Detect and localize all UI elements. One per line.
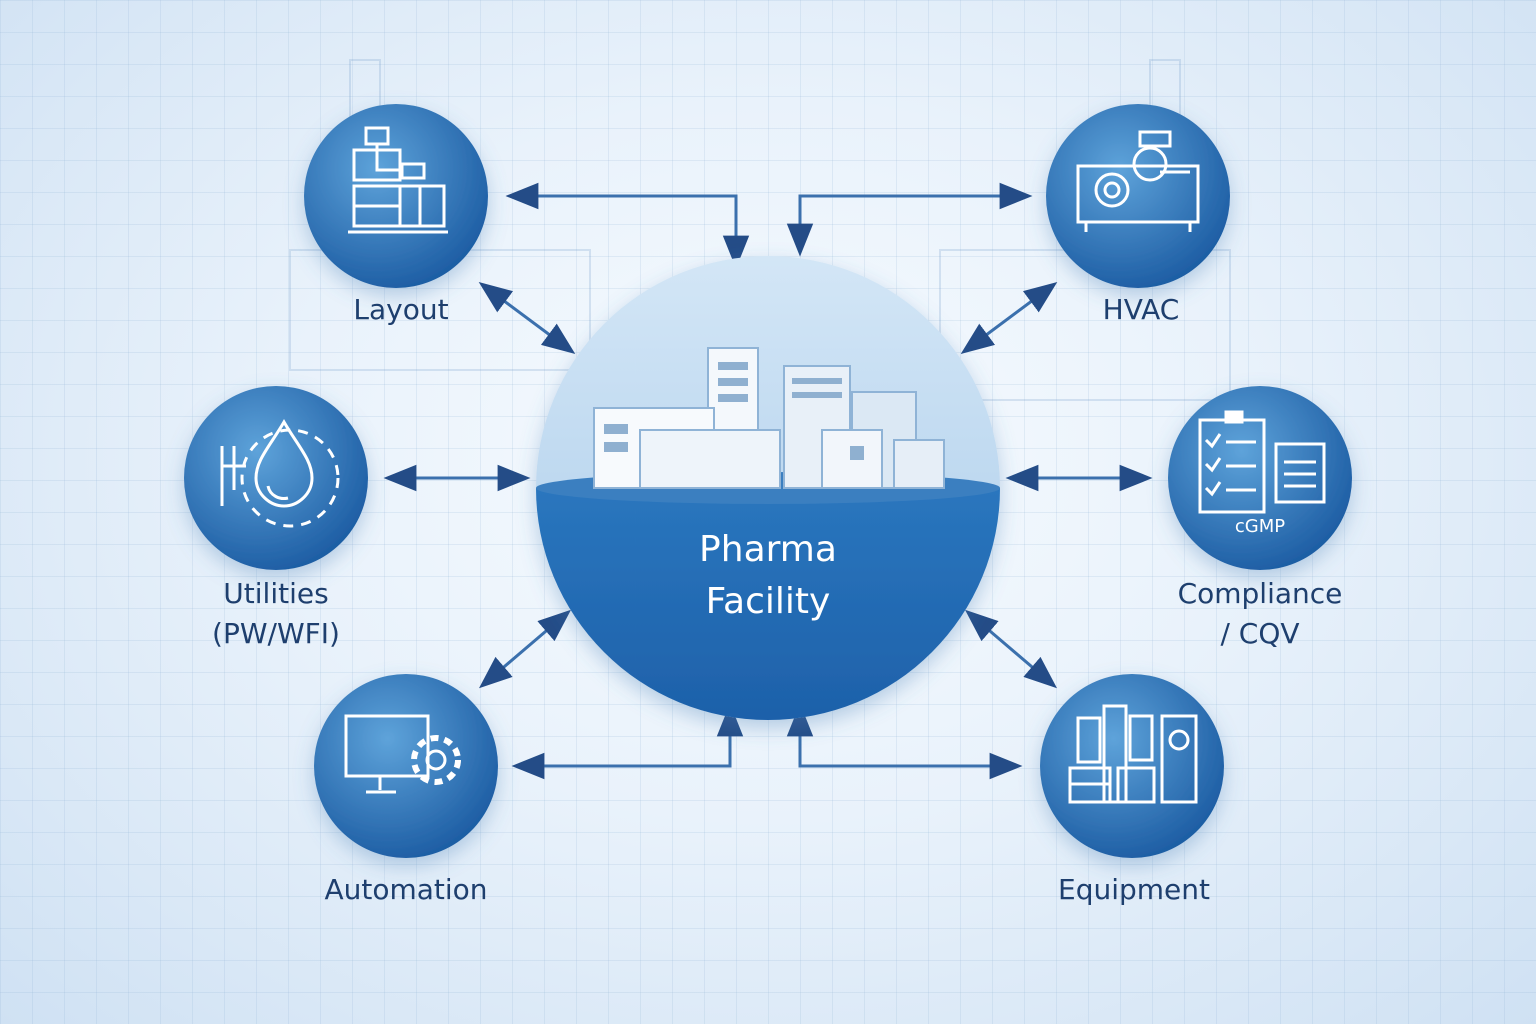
- arrow-layout-diag: [478, 282, 576, 354]
- node-equipment[interactable]: [1040, 674, 1224, 858]
- arrow-automation: [511, 703, 744, 780]
- monitor-gear-icon: [344, 714, 461, 794]
- node-hvac[interactable]: [1046, 104, 1230, 288]
- compliance-badge: cGMP: [1235, 516, 1285, 537]
- arrow-equipment: [786, 703, 1023, 780]
- arrow-hvac: [786, 182, 1033, 257]
- node-compliance[interactable]: cGMP: [1168, 386, 1352, 570]
- label-utilities-line1: Utilities: [223, 577, 329, 610]
- connector-arrows: [383, 182, 1153, 780]
- arrow-automation-diag: [478, 609, 572, 689]
- checklist-clipboard-icon: [1198, 410, 1326, 514]
- label-equipment: Equipment: [1058, 873, 1210, 906]
- process-equipment-icon: [1068, 704, 1198, 804]
- arrow-hvac-diag: [960, 282, 1058, 354]
- arrow-equipment-diag: [964, 609, 1058, 689]
- label-utilities-line2: (PW/WFI): [212, 617, 340, 650]
- label-hvac: HVAC: [1102, 293, 1180, 326]
- label-compliance: Compliance / CQV: [1140, 574, 1380, 654]
- label-automation: Automation: [324, 873, 488, 906]
- label-utilities: Utilities (PW/WFI): [166, 574, 386, 654]
- center-title-line1: Pharma: [699, 529, 837, 570]
- pharma-facility-buildings-icon: [593, 347, 945, 489]
- center-hub: [536, 256, 1000, 720]
- label-compliance-line1: Compliance: [1177, 577, 1343, 610]
- node-layout[interactable]: [304, 104, 488, 288]
- center-title-line2: Facility: [705, 581, 831, 622]
- center-title: Pharma Facility: [640, 524, 896, 628]
- water-drop-gear-icon: [220, 419, 340, 528]
- label-compliance-line2: / CQV: [1220, 617, 1300, 650]
- hvac-unit-icon: [1076, 130, 1200, 232]
- label-layout: Layout: [353, 293, 449, 326]
- node-automation[interactable]: [314, 674, 498, 858]
- arrow-layout: [505, 182, 750, 269]
- node-utilities[interactable]: [184, 386, 368, 570]
- floor-plan-icon: [348, 126, 448, 234]
